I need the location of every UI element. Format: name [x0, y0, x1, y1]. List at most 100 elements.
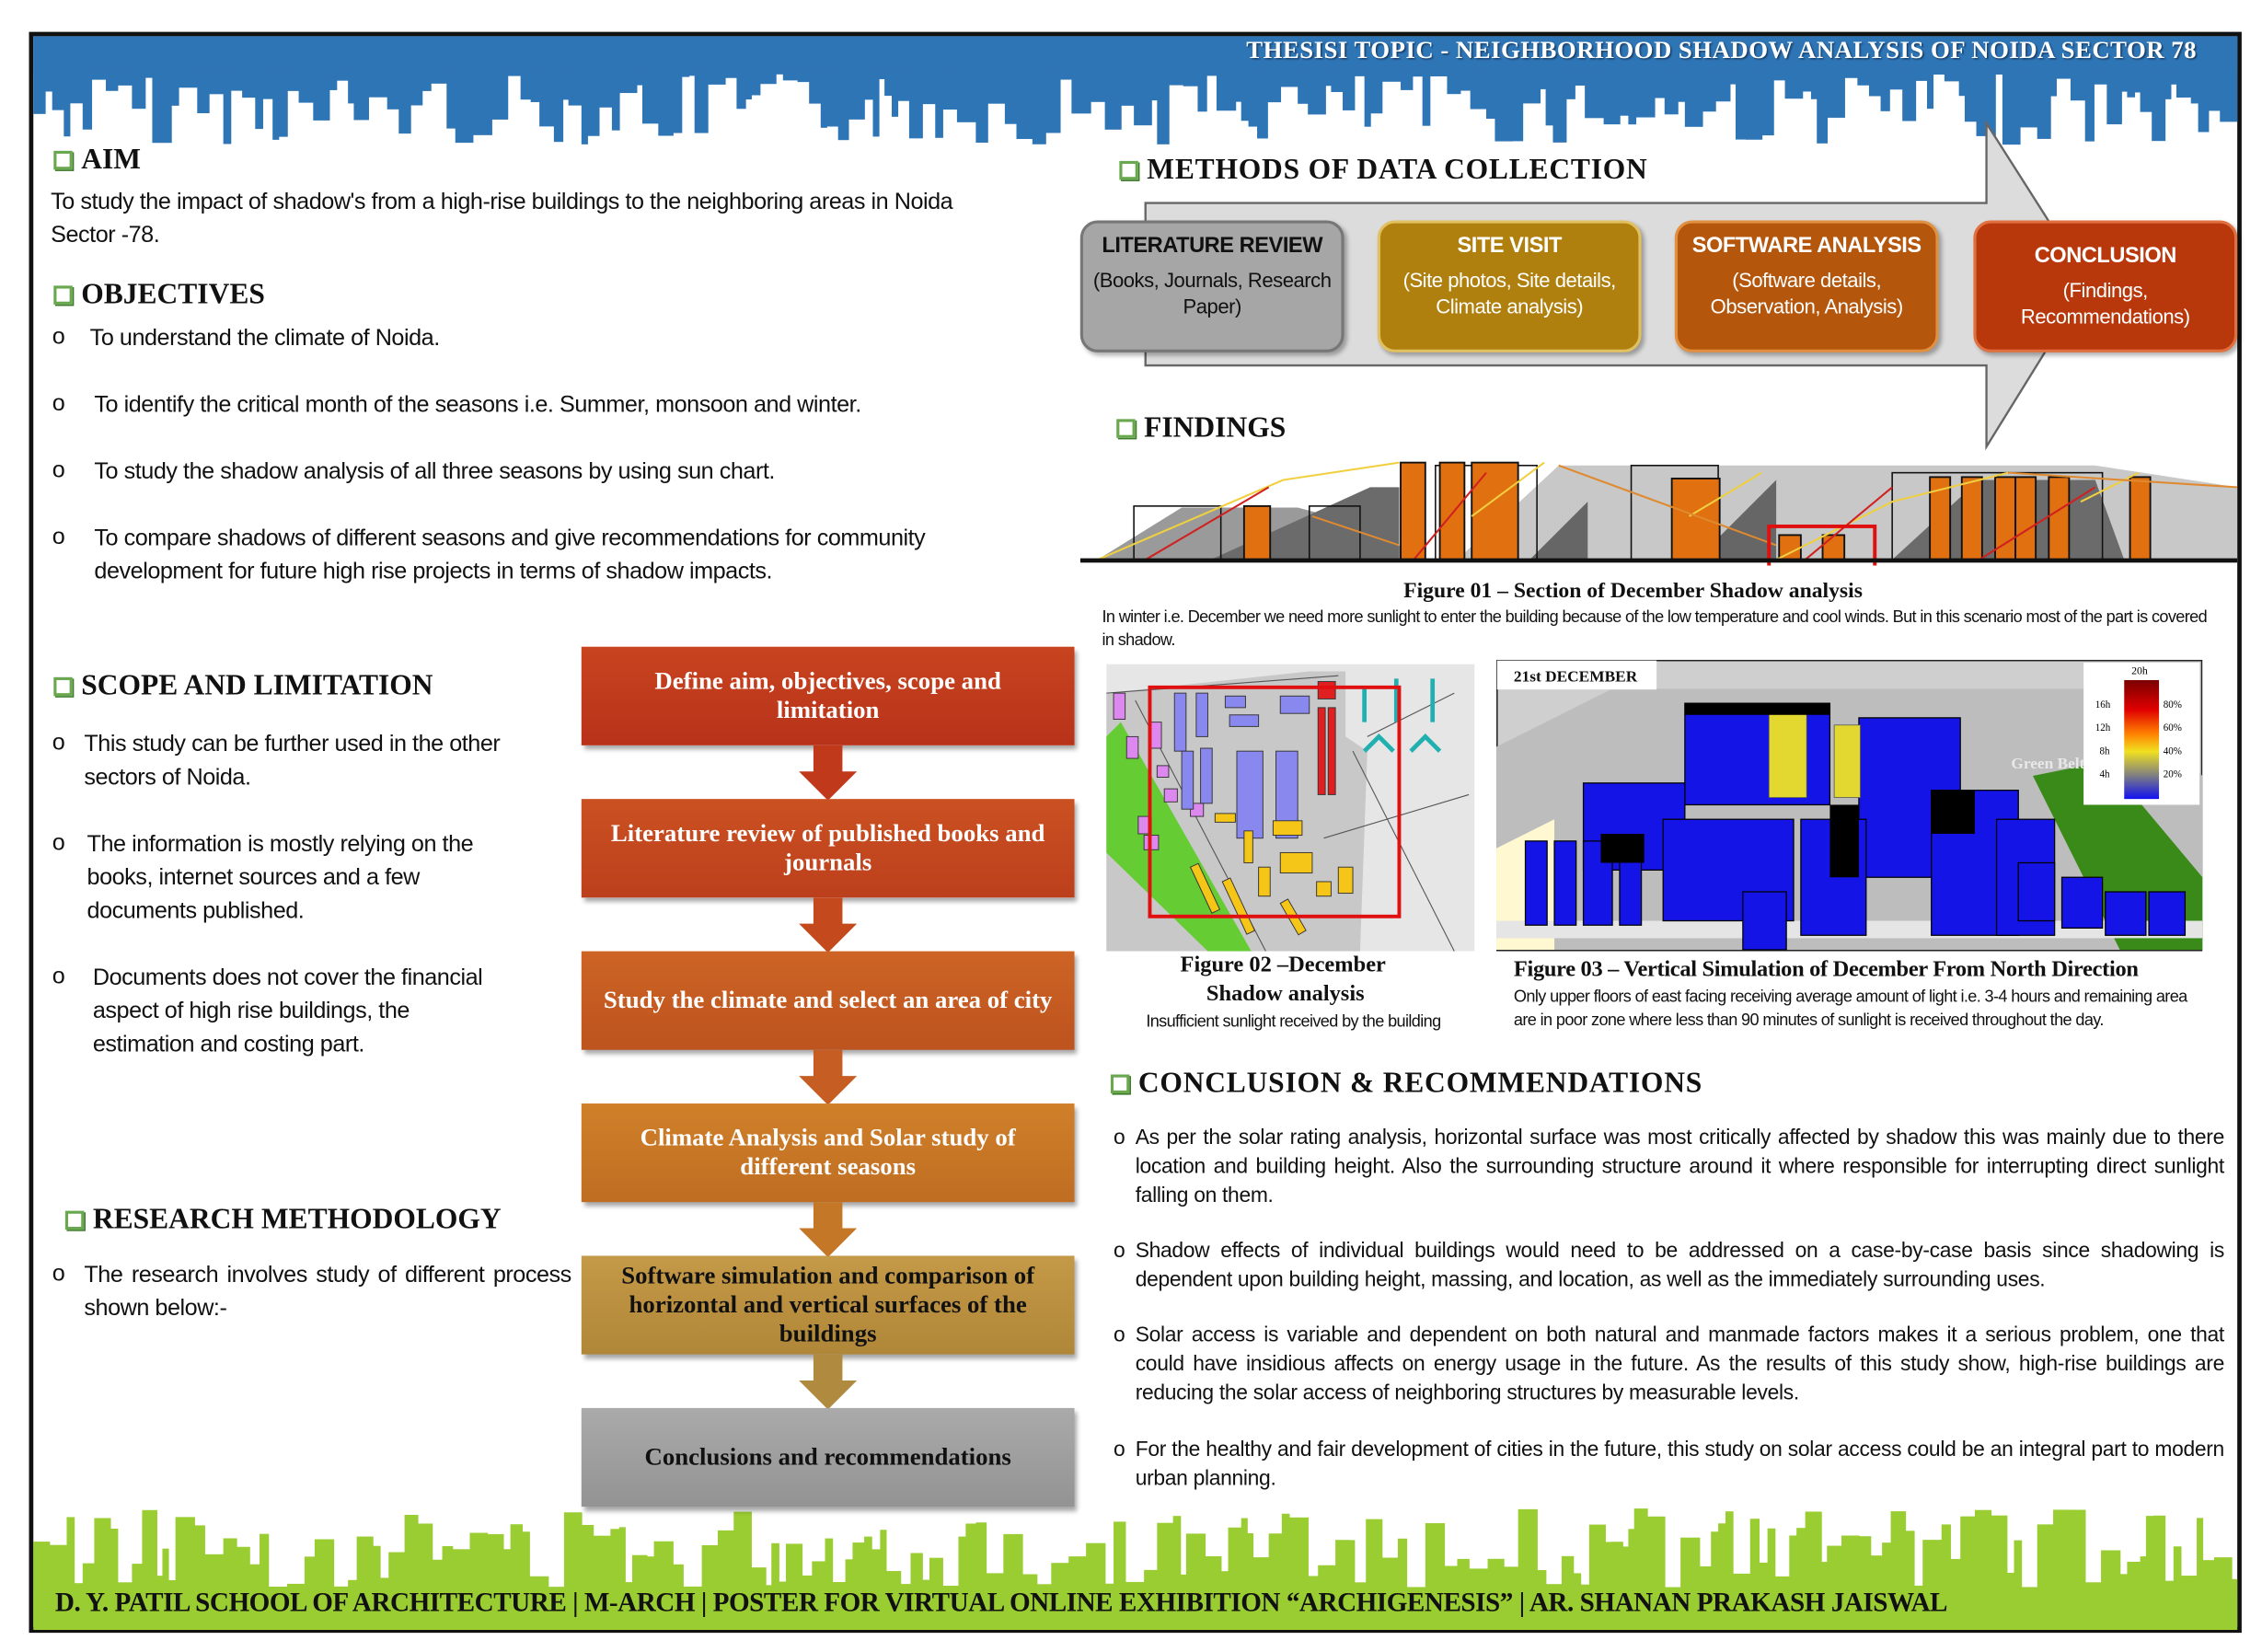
skyline-building	[618, 1527, 626, 1630]
method-text: (Findings, Recommendations)	[2020, 278, 2190, 329]
skyline-building	[1241, 36, 1250, 121]
skyline-building	[1197, 36, 1207, 112]
down-arrow-icon	[799, 897, 858, 953]
figure-01-caption: Figure 01 – Section of December Shadow a…	[1403, 580, 1863, 604]
skyline-building	[530, 36, 540, 102]
skyline-building	[304, 1556, 316, 1630]
legend-pct-label: 40%	[2164, 745, 2182, 757]
legend-pct-label: 60%	[2164, 722, 2182, 734]
skyline-building	[1605, 1542, 1612, 1630]
methodology-heading-text: RESEARCH METHODOLOGY	[92, 1203, 502, 1236]
skyline-building	[837, 36, 849, 141]
skyline-building	[646, 1556, 655, 1630]
conclusion-heading-text: CONCLUSION & RECOMMENDATIONS	[1137, 1067, 1703, 1100]
skyline-building	[446, 36, 456, 129]
objective-item: To identify the critical month of the se…	[94, 392, 861, 418]
scope-item: Documents does not cover the financial a…	[92, 965, 483, 1057]
findings-heading: FINDINGS	[1116, 411, 1286, 445]
bullet-icon: o	[52, 391, 65, 417]
skyline-building	[1749, 1519, 1760, 1630]
method-title: SITE VISIT	[1457, 233, 1562, 259]
skyline-building	[1880, 36, 1890, 111]
legend-hour-label: 16h	[2095, 699, 2111, 710]
footer-credits: D. Y. PATIL SCHOOL OF ARCHITECTURE | M-A…	[54, 1588, 1948, 1619]
skyline-building	[1397, 1538, 1408, 1630]
skyline-building	[1619, 36, 1630, 116]
conclusion-text: Shadow effects of individual buildings w…	[1135, 1240, 2225, 1292]
conclusion-text: Solar access is variable and dependent o…	[1135, 1323, 2225, 1405]
conclusion-text: As per the solar rating analysis, horizo…	[1135, 1126, 2225, 1208]
skyline-building	[1485, 36, 1496, 119]
scope-heading-text: SCOPE AND LIMITATION	[81, 669, 433, 702]
sunlight-legend: 20h 16h 12h 8h 4h 80% 60% 40% 20%	[2083, 663, 2200, 805]
findings-heading-text: FINDINGS	[1144, 411, 1287, 445]
skyline-building	[1281, 1513, 1290, 1630]
bullet-icon: o	[1114, 1240, 1125, 1264]
flow-step: Climate Analysis and Solar study of diff…	[581, 1103, 1075, 1203]
skyline-building	[1298, 36, 1309, 104]
bullet-icon: o	[52, 525, 65, 550]
skyline-building	[1941, 1524, 1951, 1630]
skyline-building	[372, 1545, 381, 1630]
method-text: (Software details, Observation, Analysis…	[1710, 268, 1904, 318]
objectives-heading: OBJECTIVES	[53, 279, 265, 312]
skyline-building	[442, 1545, 454, 1630]
bullet-icon: o	[1114, 1323, 1125, 1347]
skyline-building	[63, 36, 71, 137]
poster-title: THESISI TOPIC - NEIGHBORHOOD SHADOW ANAL…	[1246, 36, 2198, 64]
skyline-building	[871, 1549, 882, 1630]
skyline-building	[170, 36, 179, 106]
bullet-icon: o	[52, 1261, 65, 1287]
bullet-icon: o	[1114, 1438, 1125, 1462]
scope-item: The information is mostly relying on the…	[87, 832, 474, 924]
skyline-building	[162, 1548, 169, 1630]
scope-item: This study can be further used in the ot…	[84, 732, 501, 791]
conclusion-item: o Solar access is variable and dependent …	[1114, 1321, 2224, 1408]
method-title: CONCLUSION	[2034, 243, 2177, 269]
skyline-building	[194, 1525, 205, 1630]
checkbox-bullet-icon	[1119, 160, 1138, 180]
skyline-building	[1364, 36, 1371, 127]
bullet-icon: o	[1114, 1126, 1125, 1150]
conclusion-item: o As per the solar rating analysis, horiz…	[1114, 1124, 2224, 1211]
flow-step: Software simulation and comparison of ho…	[581, 1255, 1075, 1355]
skyline-building	[1247, 1532, 1254, 1630]
skyline-building	[110, 1528, 119, 1630]
method-title: LITERATURE REVIEW	[1102, 233, 1323, 259]
bullet-icon: o	[52, 731, 65, 756]
skyline-building	[1882, 1542, 1892, 1630]
bullet-icon: o	[52, 324, 65, 350]
skyline-building	[2145, 1516, 2154, 1630]
skyline-base	[33, 1595, 2238, 1630]
skyline-building	[278, 36, 288, 137]
skyline-base	[33, 36, 2238, 69]
skyline-building	[872, 36, 880, 137]
down-arrow-icon	[799, 745, 858, 801]
checkbox-bullet-icon	[53, 150, 73, 170]
skyline-building	[502, 1549, 512, 1630]
skyline-building	[611, 36, 620, 131]
method-literature-review: LITERATURE REVIEW(Books, Journals, Resea…	[1079, 220, 1345, 352]
legend-pct-label: 20%	[2164, 769, 2182, 780]
skyline-building	[1767, 1528, 1776, 1630]
skyline-building	[845, 1559, 854, 1630]
checkbox-bullet-icon	[1110, 1074, 1130, 1094]
aim-heading-text: AIM	[81, 143, 142, 176]
skyline-building	[1151, 36, 1159, 101]
skyline-building	[1545, 36, 1554, 126]
skyline-building	[553, 36, 564, 143]
checkbox-bullet-icon	[1116, 419, 1136, 438]
skyline-building	[1235, 36, 1242, 102]
skyline-building	[1422, 36, 1431, 126]
skyline-building	[864, 1536, 872, 1630]
skyline-building	[2173, 1546, 2182, 1630]
skyline-building	[1926, 36, 1934, 110]
method-conclusion: CONCLUSION (Findings, Recommendations)	[1973, 220, 2238, 352]
skyline-building	[2014, 1540, 2023, 1630]
skyline-building	[1725, 1511, 1734, 1630]
objective-item: To understand the climate of Noida.	[89, 326, 441, 352]
skyline-building	[1677, 36, 1686, 102]
aim-heading: AIM	[53, 144, 141, 177]
